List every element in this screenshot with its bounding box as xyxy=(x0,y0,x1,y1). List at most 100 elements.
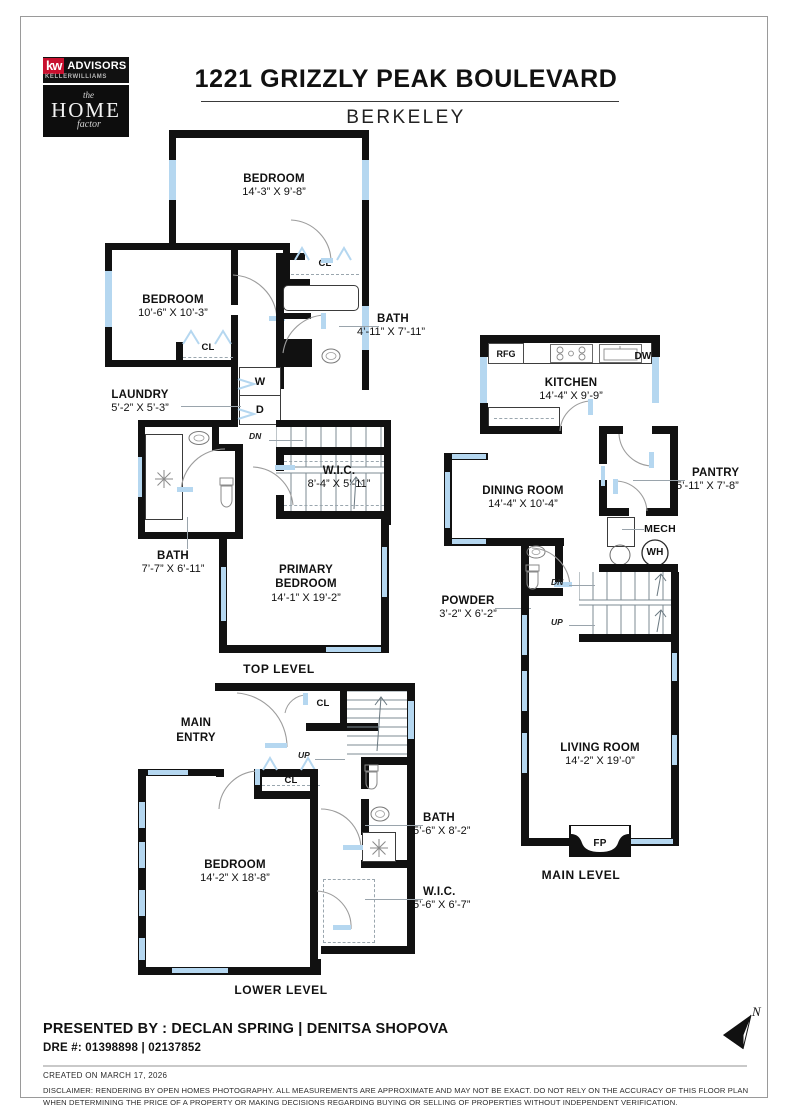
closet-shelf xyxy=(284,505,384,506)
wall xyxy=(652,426,678,434)
wall xyxy=(384,420,391,525)
fireplace-label: FP xyxy=(593,838,607,849)
window xyxy=(480,357,487,403)
leader-line xyxy=(315,759,345,760)
window xyxy=(326,647,382,652)
wall xyxy=(231,243,238,305)
room-label: BEDROOM 10’-6” X 10’-3” xyxy=(138,294,208,319)
fireplace xyxy=(569,825,631,857)
staircase xyxy=(347,691,407,755)
door-swing xyxy=(279,218,333,264)
window xyxy=(408,701,414,739)
wall xyxy=(276,279,310,285)
wall xyxy=(276,253,284,389)
wall xyxy=(276,447,384,455)
wall xyxy=(169,243,286,250)
door-swing xyxy=(558,399,598,433)
wall xyxy=(671,572,679,642)
door-swing xyxy=(279,313,327,355)
leader-line xyxy=(622,529,644,530)
wall xyxy=(362,250,369,306)
stair-direction-up: UP xyxy=(298,750,310,760)
closet-label: CL xyxy=(316,698,330,709)
room-label: LIVING ROOM 14’-2” X 19’-0” xyxy=(560,742,640,767)
leader-line xyxy=(339,326,379,327)
room-label: LAUNDRY 5’-2” X 5’-3” xyxy=(111,389,169,414)
wall xyxy=(212,444,242,451)
stair-direction-up: UP xyxy=(551,617,563,627)
wall xyxy=(276,447,284,471)
sink-icon xyxy=(320,347,342,365)
wall xyxy=(138,769,146,975)
window xyxy=(452,539,486,544)
window xyxy=(672,735,677,765)
room-label: BEDROOM 14’-2” X 18’-8” xyxy=(200,859,270,884)
window xyxy=(148,770,188,775)
window xyxy=(139,890,145,916)
entry-door-swing xyxy=(233,689,289,749)
cooktop xyxy=(550,344,593,363)
wall xyxy=(321,946,415,954)
home-factor-the: the xyxy=(83,90,94,100)
door-swing xyxy=(530,544,572,588)
wall xyxy=(670,426,678,516)
kw-logo-mark: kw xyxy=(43,58,65,74)
wall xyxy=(361,860,415,868)
door-swing xyxy=(313,889,353,933)
closet-shelf xyxy=(284,461,384,462)
dryer-label: D xyxy=(255,404,265,416)
wall xyxy=(310,959,321,975)
wall xyxy=(599,480,607,516)
stair-direction-down: DN xyxy=(249,431,262,441)
door-arrow xyxy=(236,377,260,391)
stair-direction-down: DN xyxy=(551,577,564,587)
wall xyxy=(407,757,415,867)
door-swing xyxy=(617,432,657,468)
door-swing xyxy=(247,465,295,507)
window xyxy=(105,271,112,327)
kw-logo-advisors: ADVISORS xyxy=(67,60,127,72)
wall xyxy=(219,645,389,653)
window xyxy=(629,839,673,844)
closet-label: CL xyxy=(201,342,215,353)
room-label: BATH 5’-6” X 8’-2” xyxy=(413,812,471,837)
level-label: MAIN LEVEL xyxy=(541,868,621,882)
compass-label: N xyxy=(751,1005,762,1019)
wall xyxy=(306,723,378,731)
toilet-icon xyxy=(524,564,542,594)
home-factor-factor: factor xyxy=(77,119,101,130)
leader-line xyxy=(365,899,423,900)
wall xyxy=(306,683,313,691)
shower-head-icon xyxy=(368,837,390,859)
home-factor-home: HOME xyxy=(51,98,121,122)
level-label: LOWER LEVEL xyxy=(234,983,328,997)
counter-line xyxy=(494,418,554,419)
footer-divider xyxy=(43,1065,747,1067)
page-subtitle: BERKELEY xyxy=(346,107,466,128)
shower-head-icon xyxy=(152,467,176,491)
wall xyxy=(105,360,235,367)
door-swing xyxy=(613,479,655,513)
wall xyxy=(599,426,623,434)
disclaimer-text: DISCLAIMER: RENDERING BY OPEN HOMES PHOT… xyxy=(43,1086,749,1107)
room-label: BATH 7’-7” X 6’-11” xyxy=(141,550,205,575)
wall xyxy=(599,426,607,464)
window xyxy=(362,304,369,354)
leader-line xyxy=(569,585,595,586)
room-label: PRIMARY BEDROOM 14’-1” X 19’-2” xyxy=(271,564,341,604)
wall xyxy=(340,683,347,723)
leader-line xyxy=(181,406,241,407)
staircase xyxy=(579,572,679,640)
closet-shelving xyxy=(323,879,375,943)
leader-line xyxy=(495,608,531,609)
wall xyxy=(480,403,488,433)
wall xyxy=(599,508,629,516)
window xyxy=(139,938,145,960)
wall xyxy=(444,538,564,546)
window xyxy=(522,671,527,711)
presented-by: PRESENTED BY : DECLAN SPRING | DENITSA S… xyxy=(43,1021,449,1037)
wall xyxy=(216,769,224,777)
wall xyxy=(138,420,238,427)
wall xyxy=(283,253,305,260)
window xyxy=(652,357,659,403)
